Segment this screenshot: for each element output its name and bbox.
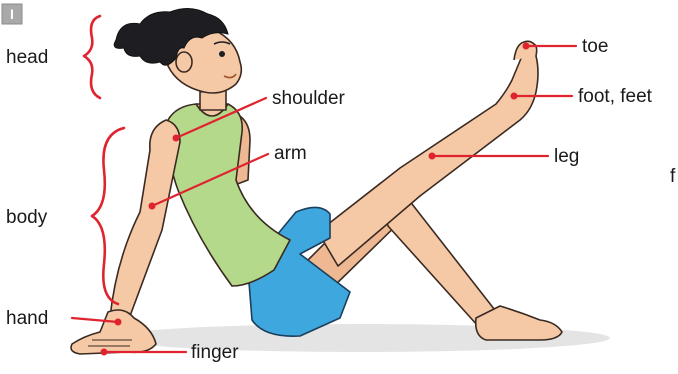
- finger-marker: [101, 349, 108, 356]
- label-leg: leg: [554, 146, 579, 167]
- page-badge-label: I: [10, 6, 14, 22]
- vest: [168, 104, 290, 286]
- head-brace: [84, 16, 100, 98]
- shoulder-marker: [173, 135, 180, 142]
- label-toe: toe: [582, 36, 608, 57]
- page-badge: I: [2, 4, 22, 24]
- label-arm: arm: [274, 143, 307, 164]
- boy-illustration: [71, 8, 562, 354]
- label-hand: hand: [6, 308, 48, 329]
- foot-marker: [511, 93, 518, 100]
- ground-foot: [476, 306, 562, 340]
- eye: [219, 51, 225, 57]
- label-foot-feet: foot, feet: [578, 86, 653, 107]
- label-finger: finger: [191, 342, 239, 363]
- ear: [176, 52, 192, 72]
- toe-marker: [523, 43, 530, 50]
- hand-drawing: [71, 310, 156, 354]
- hand-marker: [115, 319, 122, 326]
- label-shoulder: shoulder: [272, 88, 346, 109]
- label-body: body: [6, 207, 48, 228]
- label-cut-off: f: [670, 166, 676, 187]
- label-head: head: [6, 47, 48, 68]
- arm-marker: [149, 203, 156, 210]
- leg-marker: [429, 153, 436, 160]
- front-arm: [110, 120, 180, 318]
